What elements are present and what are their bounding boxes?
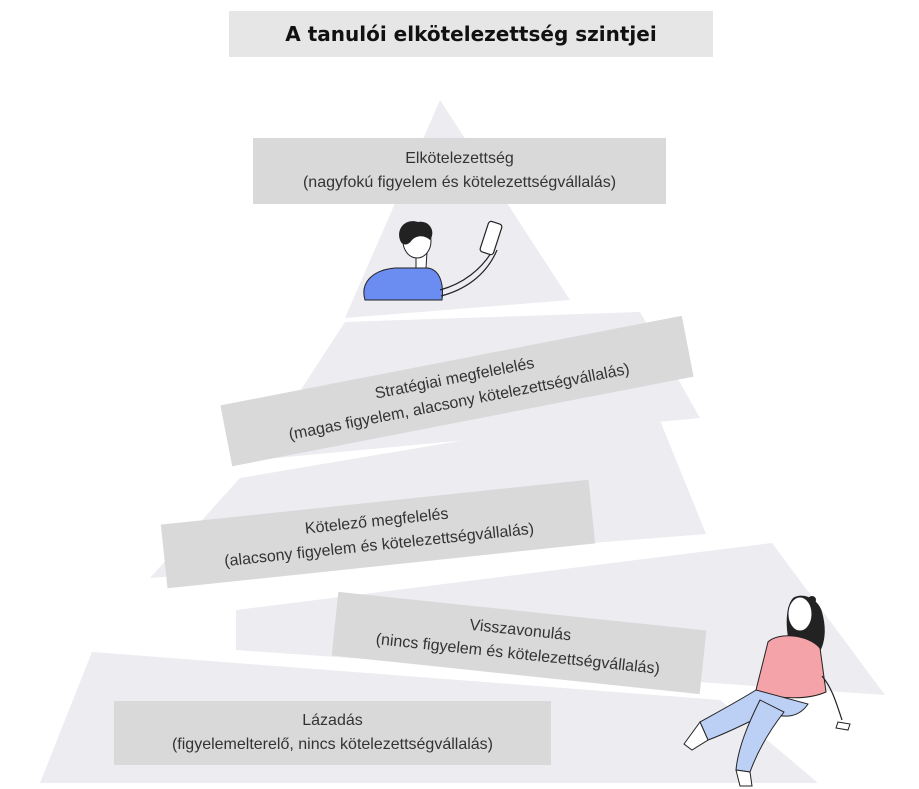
level-name: Lázadás (302, 712, 363, 729)
sitting-person-illustration (683, 595, 851, 787)
tier-1-shape (345, 100, 570, 318)
person-with-phone-illustration (363, 220, 503, 301)
level-label-rebellion: Lázadás (figyelemelterelő, nincs kötelez… (114, 701, 551, 765)
level-label-engagement: Elkötelezettség (nagyfokú figyelem és kö… (253, 138, 666, 204)
level-description: (figyelemelterelő, nincs kötelezettségvá… (171, 736, 494, 753)
level-description: (nagyfokú figyelem és kötelezettségválla… (302, 174, 617, 191)
page-title: A tanulói elkötelezettség szintjei (285, 22, 657, 46)
level-name: Elkötelezettség (405, 150, 514, 167)
title-box: A tanulói elkötelezettség szintjei (229, 11, 713, 57)
